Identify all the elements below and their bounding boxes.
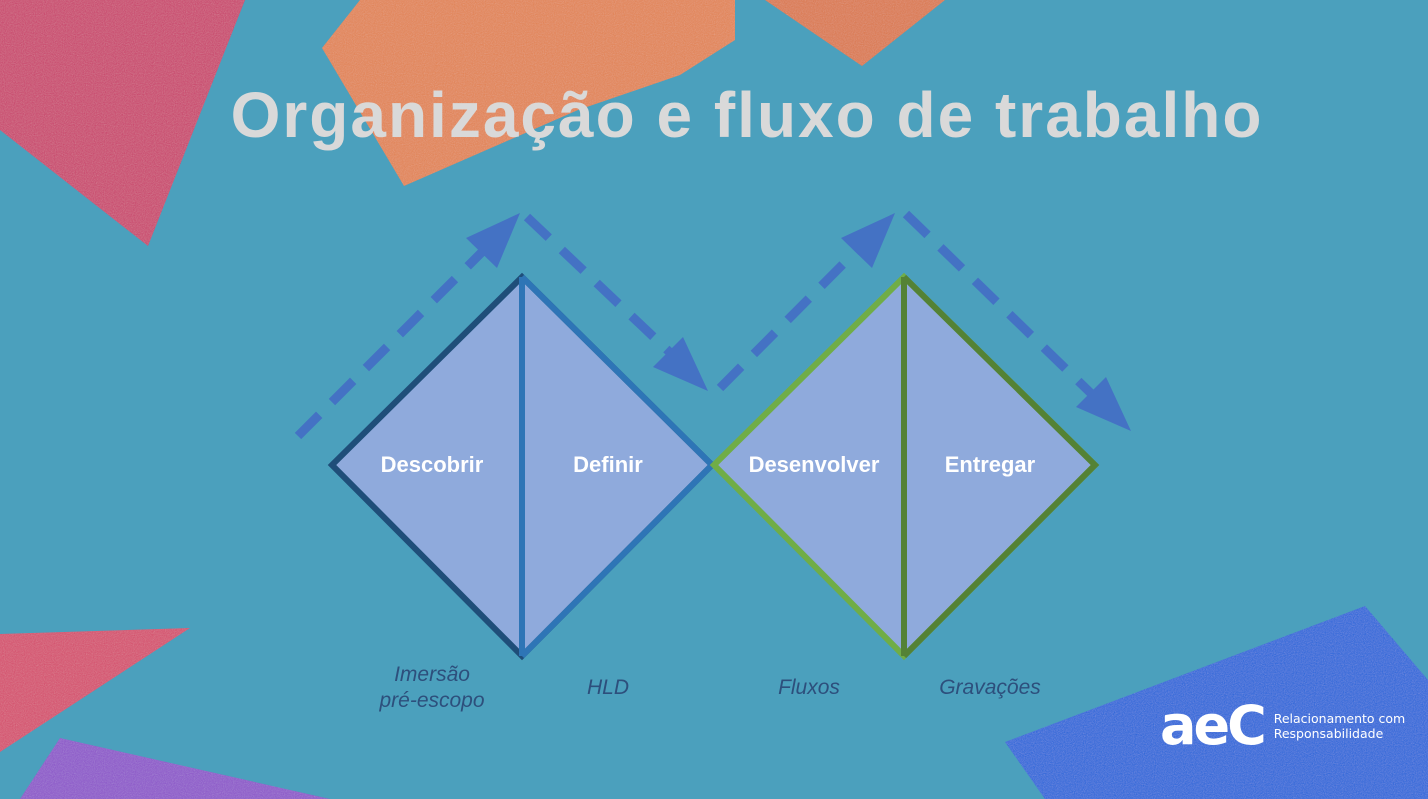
paper-purple-bottom-left <box>20 738 330 799</box>
aec-logo: aeC Relacionamento com Responsabilidade <box>1160 694 1406 757</box>
arrowhead-3 <box>841 213 895 268</box>
arrow-up-2 <box>716 230 877 392</box>
phase-label-desenvolver: Desenvolver <box>748 452 880 477</box>
arrowhead-4 <box>1076 377 1131 431</box>
slide-title: Organização e fluxo de trabalho <box>230 79 1264 151</box>
paper-pink-top-left <box>0 0 245 246</box>
phase-sublabel-definir: HLD <box>586 676 629 699</box>
phase-label-definir: Definir <box>573 452 643 477</box>
paper-pink-bottom-left <box>0 628 190 752</box>
arrowhead-2 <box>653 337 708 391</box>
paper-orange-top <box>322 0 735 186</box>
diamond-right <box>709 272 1100 661</box>
arrowhead-1 <box>466 213 520 268</box>
phase-sublabel-desenvolver: Fluxos <box>778 676 840 699</box>
phase-label-descobrir: Descobrir <box>380 452 484 477</box>
phase-sublabel-descobrir-line2: pré-escopo <box>379 689 485 712</box>
arrow-heads <box>466 213 1131 431</box>
arrow-down-1 <box>523 213 684 366</box>
logo-tagline: Relacionamento com Responsabilidade <box>1274 711 1406 741</box>
logo-tagline-line2: Responsabilidade <box>1273 726 1384 741</box>
dashed-arrows <box>294 210 1107 440</box>
logo-tagline-line1: Relacionamento com <box>1273 711 1406 726</box>
phase-sublabel-entregar: Gravações <box>939 676 1041 699</box>
logo-mark: aeC <box>1160 694 1267 757</box>
phase-label-entregar: Entregar <box>944 452 1036 477</box>
paper-blue-bottom-right <box>1005 606 1428 799</box>
paper-orange-top-right <box>765 0 945 66</box>
phase-sublabel-descobrir-line1: Imersão <box>394 663 470 686</box>
phase-sublabel-descobrir: Imersão pré-escopo <box>332 662 532 714</box>
